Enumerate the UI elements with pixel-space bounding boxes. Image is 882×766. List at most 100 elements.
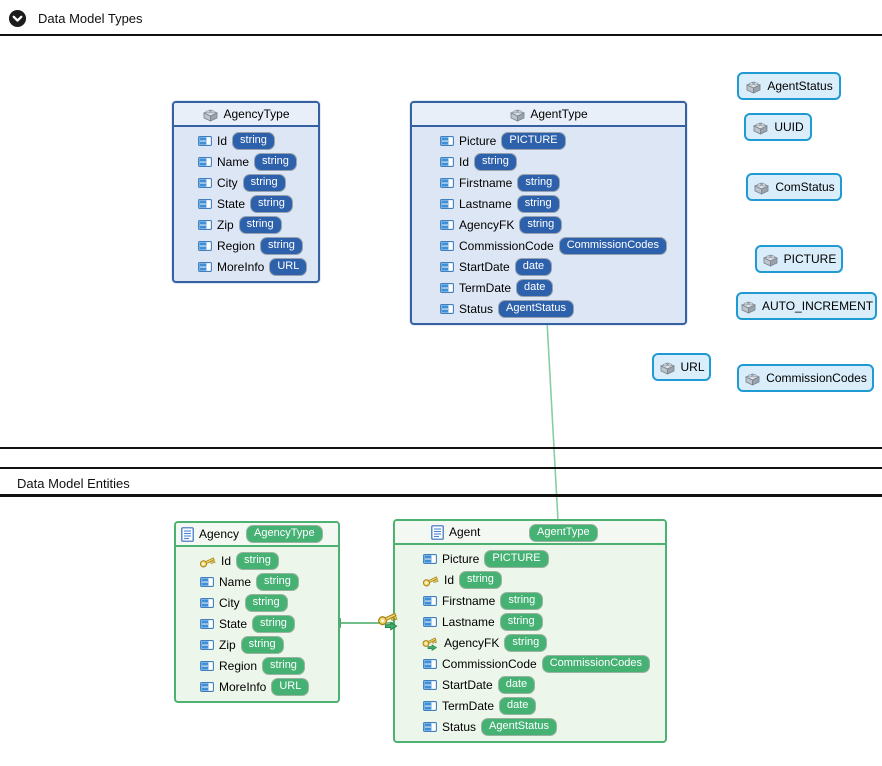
brick-icon (744, 371, 761, 386)
field-row[interactable]: Status AgentStatus (395, 716, 665, 737)
divider-line (0, 447, 882, 449)
field-type-badge: string (232, 131, 275, 150)
field-name: CommissionCode (442, 656, 537, 671)
field-name: City (217, 175, 238, 190)
column-icon (423, 596, 437, 606)
simple-type-comstatus[interactable]: ComStatus (746, 173, 842, 201)
simple-type-uuid[interactable]: UUID (744, 113, 812, 141)
field-row[interactable]: CommissionCode CommissionCodes (395, 653, 665, 674)
simple-type-label: UUID (774, 120, 804, 134)
column-icon (198, 262, 212, 272)
field-name: Lastname (442, 614, 495, 629)
field-type-badge: date (516, 278, 554, 297)
field-type-badge: URL (271, 677, 310, 696)
field-row[interactable]: State string (174, 193, 318, 214)
field-type-badge: string (474, 152, 517, 171)
field-type-badge: date (514, 257, 553, 276)
collapse-section-icon[interactable] (8, 9, 27, 28)
column-icon (423, 617, 437, 627)
field-type-badge: string (459, 570, 502, 589)
field-name: Zip (217, 217, 234, 232)
simple-type-auto-increment[interactable]: AUTO_INCREMENT (736, 292, 877, 320)
type-box-title: AgentType (530, 107, 588, 121)
column-icon (198, 136, 212, 146)
field-name: Id (459, 154, 470, 169)
field-type-badge: string (252, 614, 295, 633)
simple-type-url[interactable]: URL (652, 353, 711, 381)
field-name: Lastname (459, 196, 512, 211)
column-icon (200, 598, 214, 608)
field-name: Region (219, 658, 258, 673)
column-icon (423, 659, 437, 669)
simple-type-label: AgentStatus (767, 79, 833, 93)
brick-icon (659, 360, 676, 375)
simple-type-commissioncodes[interactable]: CommissionCodes (737, 364, 874, 392)
brick-icon (753, 180, 770, 195)
field-row[interactable]: Firstname string (395, 590, 665, 611)
column-icon (440, 304, 454, 314)
field-type-badge: string (500, 591, 544, 610)
simple-type-label: ComStatus (775, 180, 835, 194)
field-row[interactable]: Lastname string (395, 611, 665, 632)
field-name: State (217, 196, 246, 211)
entity-box-header[interactable]: Agency AgencyType (176, 523, 338, 547)
type-box-header[interactable]: AgentType (412, 103, 685, 127)
simple-type-picture[interactable]: PICTURE (755, 245, 843, 273)
brick-icon (740, 299, 757, 314)
column-icon (440, 199, 454, 209)
column-icon (440, 220, 454, 230)
field-name: Status (442, 719, 477, 734)
field-name: Id (444, 572, 455, 587)
field-name: Firstname (442, 593, 496, 608)
column-icon (440, 157, 454, 167)
field-type-badge: string (517, 173, 561, 192)
foreign-key-connector-icon (376, 608, 400, 632)
field-name: Id (221, 553, 232, 568)
divider-line (0, 467, 882, 469)
field-row[interactable]: Region string (176, 655, 338, 676)
column-icon (200, 640, 214, 650)
field-type-badge: string (499, 612, 543, 631)
field-type-badge: string (262, 656, 305, 675)
field-row[interactable]: Id string (395, 569, 665, 590)
field-type-badge: string (250, 194, 293, 213)
field-row[interactable]: Id string (412, 151, 685, 172)
entity-box-header[interactable]: Agent AgentType (395, 521, 665, 545)
field-type-badge: AgentStatus (481, 717, 557, 736)
type-box-header[interactable]: AgencyType (174, 103, 318, 127)
foreign-key-icon (421, 635, 439, 651)
simple-type-agentstatus[interactable]: AgentStatus (737, 72, 841, 100)
field-name: Region (217, 238, 256, 253)
column-icon (198, 220, 212, 230)
chevron-down-circle-icon (8, 9, 27, 28)
field-type-badge: CommissionCodes (541, 654, 651, 673)
